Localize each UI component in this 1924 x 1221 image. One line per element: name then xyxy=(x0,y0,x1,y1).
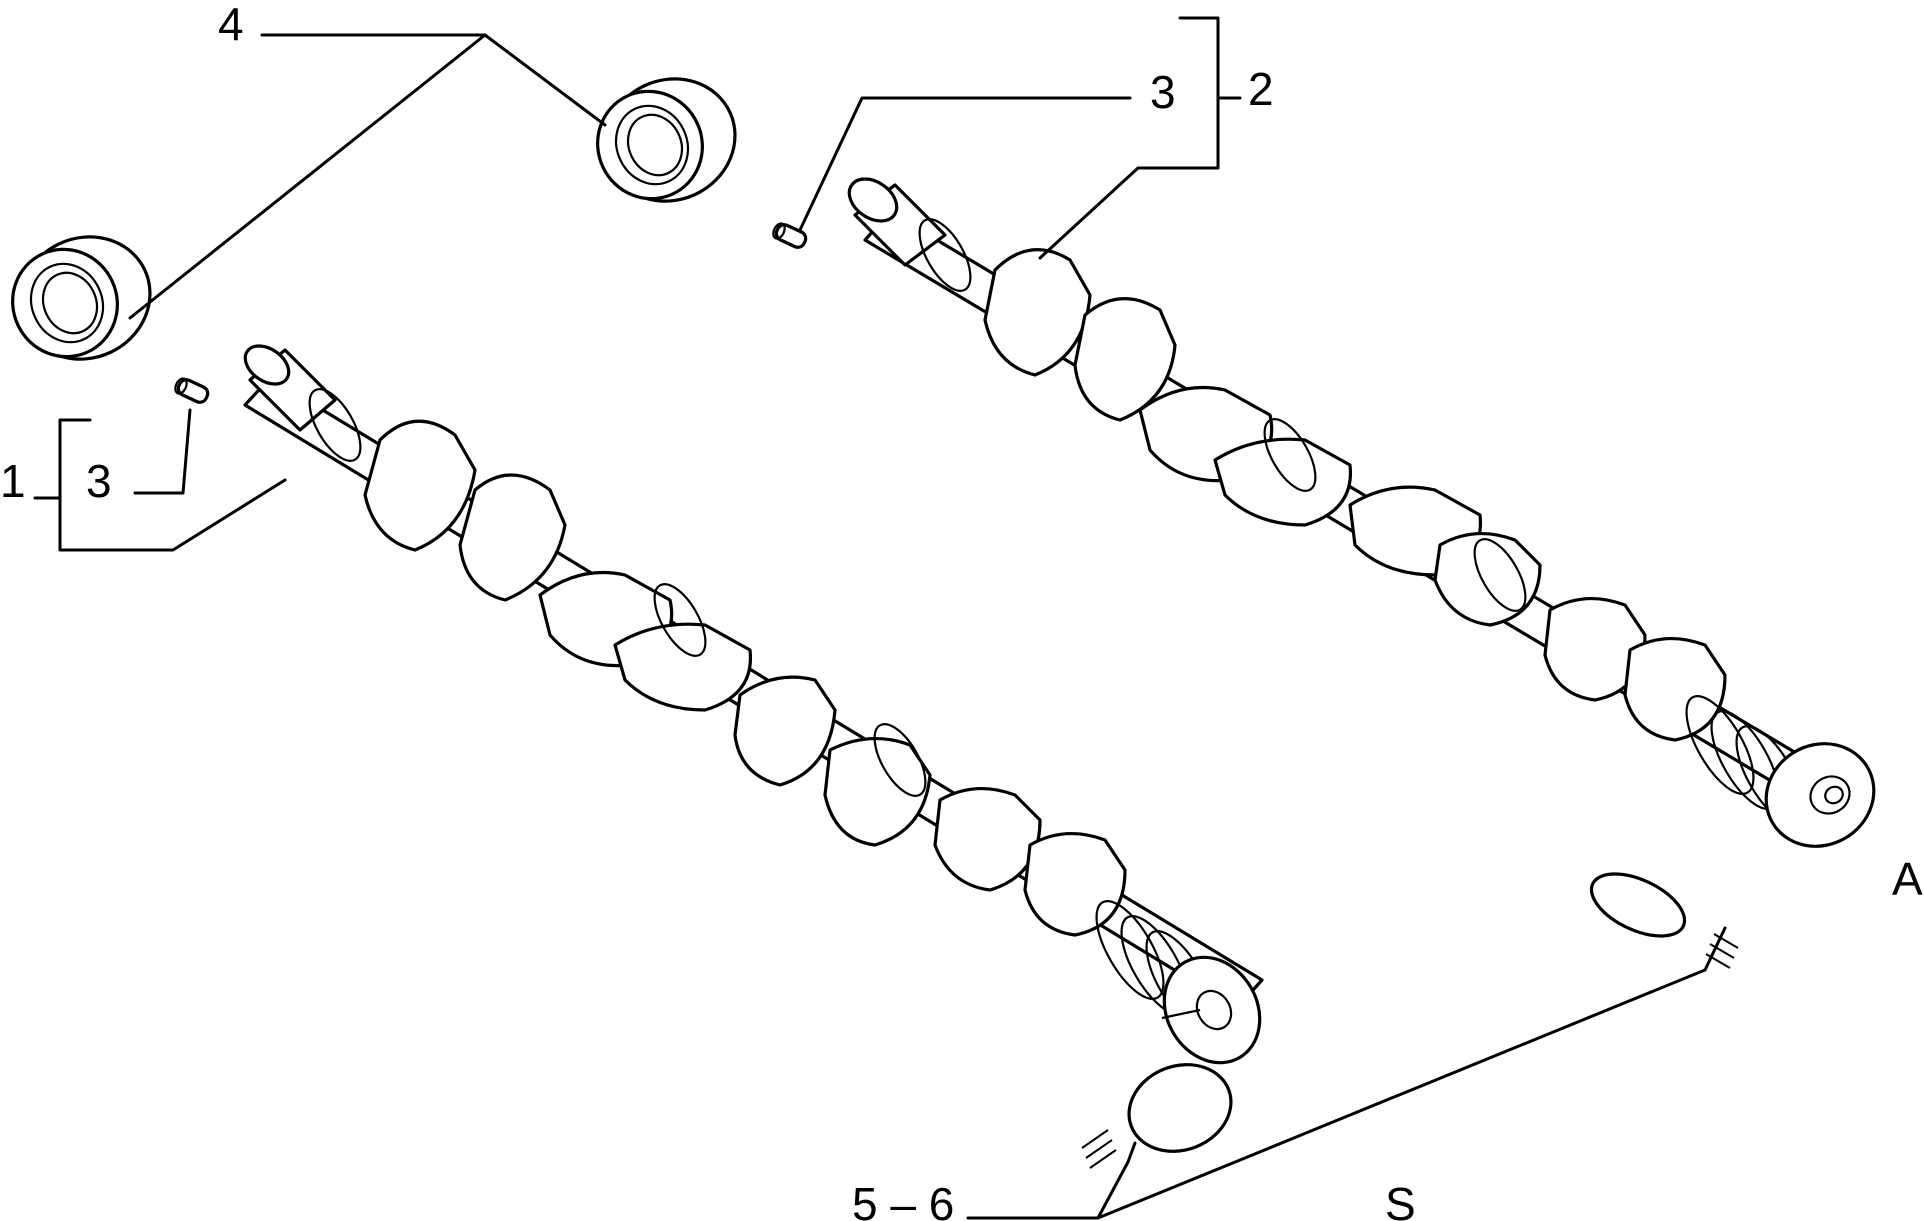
oil-seal-ring-upper[interactable] xyxy=(580,58,755,223)
leader-lines xyxy=(33,16,1739,1220)
camshaft-1-rear-end xyxy=(1095,900,1262,1065)
camshaft-1-lobes xyxy=(363,419,1127,937)
camshaft-2-front-journal xyxy=(847,177,947,267)
camshaft-1[interactable] xyxy=(238,338,1278,1080)
shim-disc-right[interactable] xyxy=(1582,861,1694,949)
callout-side-s: S xyxy=(1385,1178,1416,1221)
camshaft-1-journals xyxy=(308,388,927,797)
callout-2: 2 xyxy=(1248,63,1274,115)
camshaft-1-front-journal xyxy=(243,344,337,432)
camshaft-2-lobes xyxy=(983,248,1727,742)
callout-1: 1 xyxy=(0,455,26,507)
camshaft-2[interactable] xyxy=(841,170,1892,865)
shim-disc-left[interactable] xyxy=(1117,1051,1243,1166)
callout-5-6: 5 – 6 xyxy=(852,1178,954,1221)
callout-3-right: 3 xyxy=(1150,66,1176,118)
oil-seal-ring-left[interactable] xyxy=(0,216,170,381)
callout-4: 4 xyxy=(218,0,244,50)
callout-side-a: A xyxy=(1892,853,1923,905)
callout-3-left: 3 xyxy=(86,455,112,507)
dowel-pin-left[interactable] xyxy=(173,377,210,405)
camshaft-2-rear-end xyxy=(1685,695,1876,848)
camshaft-2-journals xyxy=(918,218,1527,612)
dowel-pin-right[interactable] xyxy=(771,222,808,250)
